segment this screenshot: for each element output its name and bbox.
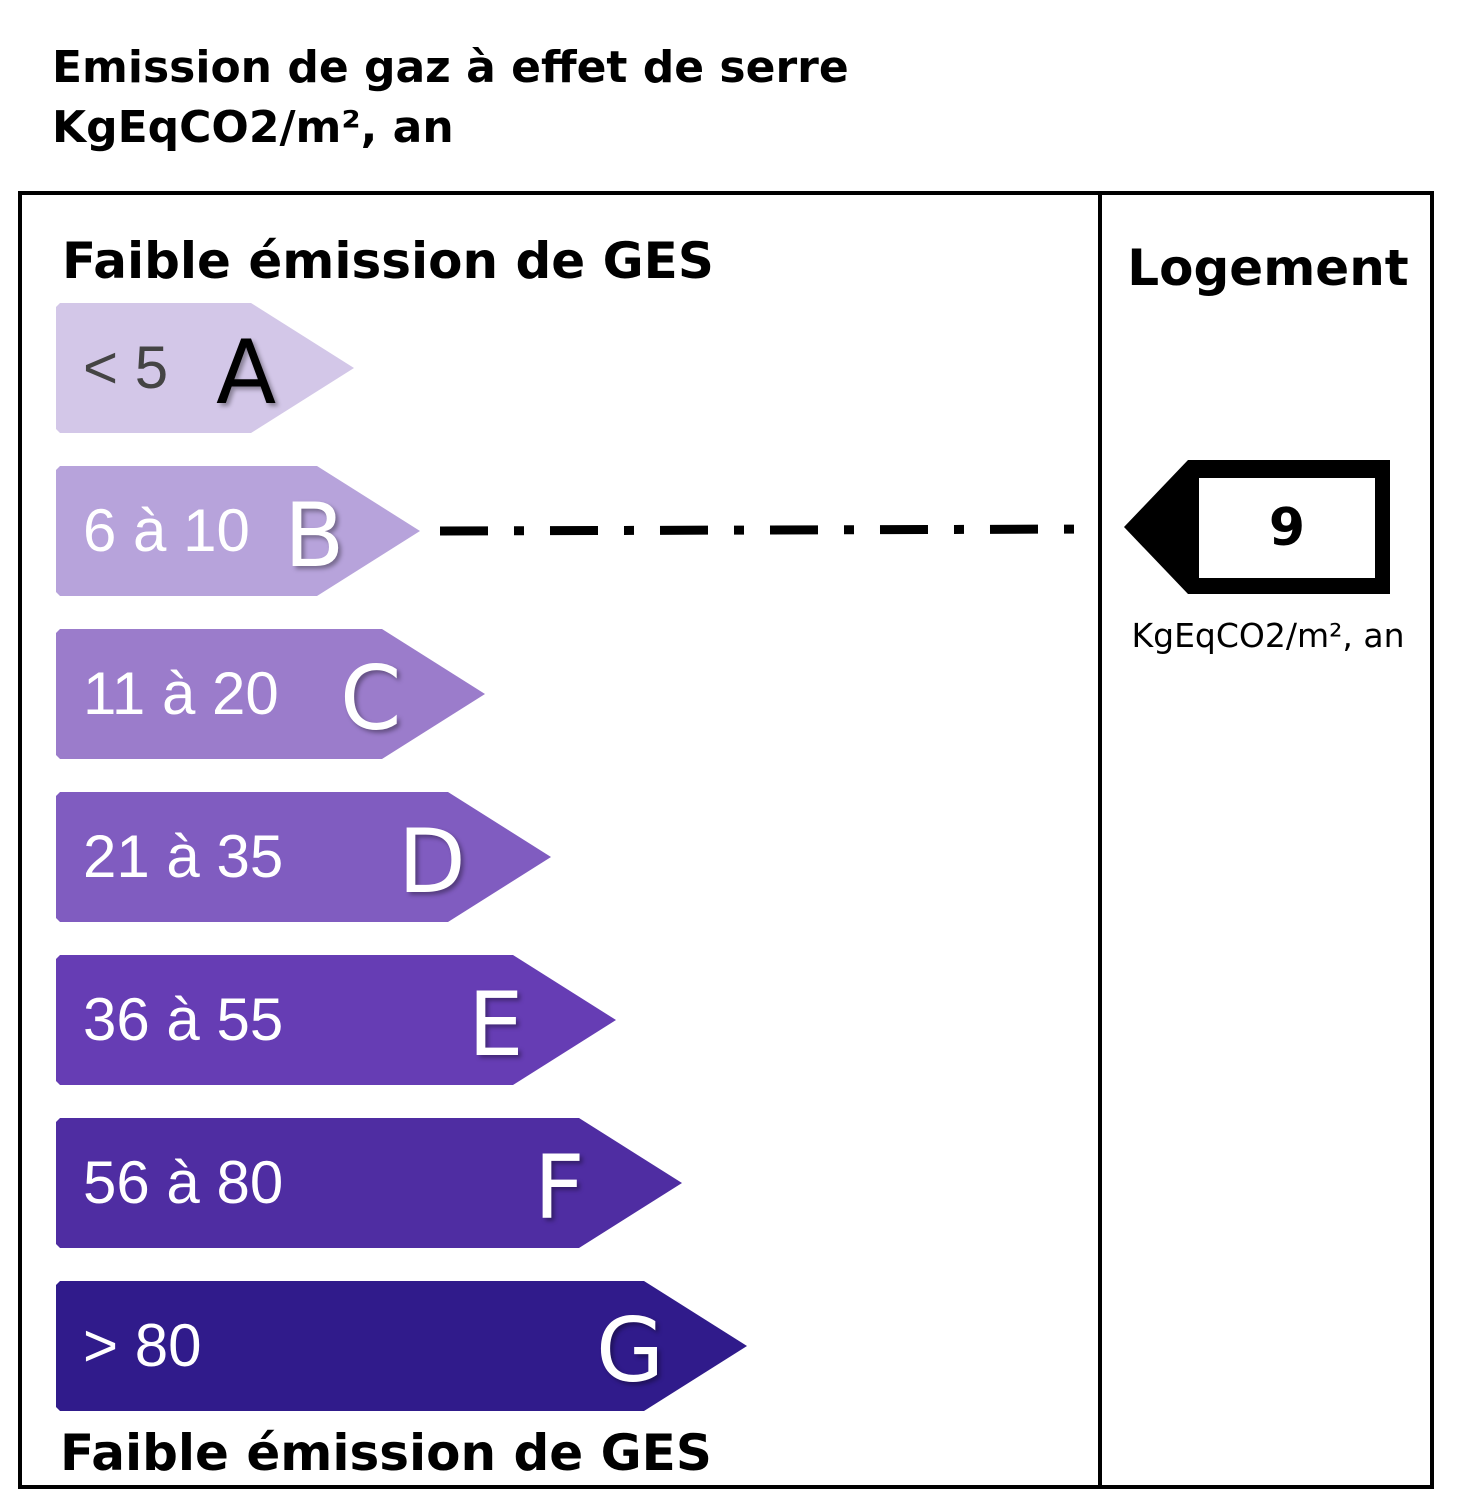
class-arrow-e-shape — [56, 955, 616, 1085]
class-c-letter: C — [340, 647, 402, 750]
class-arrow-f-shape — [56, 1118, 682, 1248]
class-arrow-b: 6 à 10 B — [56, 466, 420, 596]
class-f-range: 56 à 80 — [83, 1149, 284, 1216]
class-b-range: 6 à 10 — [83, 497, 250, 564]
class-d-range: 21 à 35 — [83, 823, 284, 890]
logement-unit: KgEqCO2/m², an — [1131, 616, 1405, 655]
class-a-letter: A — [216, 321, 277, 424]
class-b-letter: B — [284, 484, 345, 587]
title-line-1: Emission de gaz à effet de serre — [52, 42, 849, 93]
class-c-range: 11 à 20 — [83, 660, 279, 727]
class-arrow-e: 36 à 55 E — [56, 955, 616, 1085]
title-line-2: KgEqCO2/m², an — [52, 102, 454, 153]
logement-heading: Logement — [1127, 239, 1409, 297]
class-arrow-d: 21 à 35 D — [56, 792, 551, 922]
logement-marker — [1124, 460, 1390, 594]
class-a-range: < 5 — [83, 334, 169, 401]
class-arrow-a: < 5 A — [56, 303, 354, 433]
class-arrow-d-shape — [56, 792, 551, 922]
class-arrow-f: 56 à 80 F — [56, 1118, 682, 1248]
label-frame — [18, 191, 1434, 1489]
class-arrow-a-shape — [56, 303, 354, 433]
class-arrow-c: 11 à 20 C — [56, 629, 485, 759]
class-e-range: 36 à 55 — [83, 986, 284, 1053]
scale-bottom-label: Faible émission de GES — [60, 1424, 712, 1482]
class-d-letter: D — [398, 810, 466, 913]
column-divider — [1098, 191, 1102, 1489]
class-arrow-c-shape — [56, 629, 485, 759]
class-arrow-g: > 80 G — [56, 1281, 747, 1411]
logement-value: 9 — [1268, 498, 1306, 558]
scale-top-label: Faible émission de GES — [62, 232, 714, 290]
class-g-letter: G — [596, 1299, 665, 1402]
class-g-range: > 80 — [83, 1312, 202, 1379]
class-arrow-b-shape — [56, 466, 420, 596]
class-e-letter: E — [468, 973, 524, 1076]
leader-line — [440, 524, 1099, 536]
class-arrow-g-shape — [56, 1281, 747, 1411]
class-f-letter: F — [534, 1136, 585, 1239]
